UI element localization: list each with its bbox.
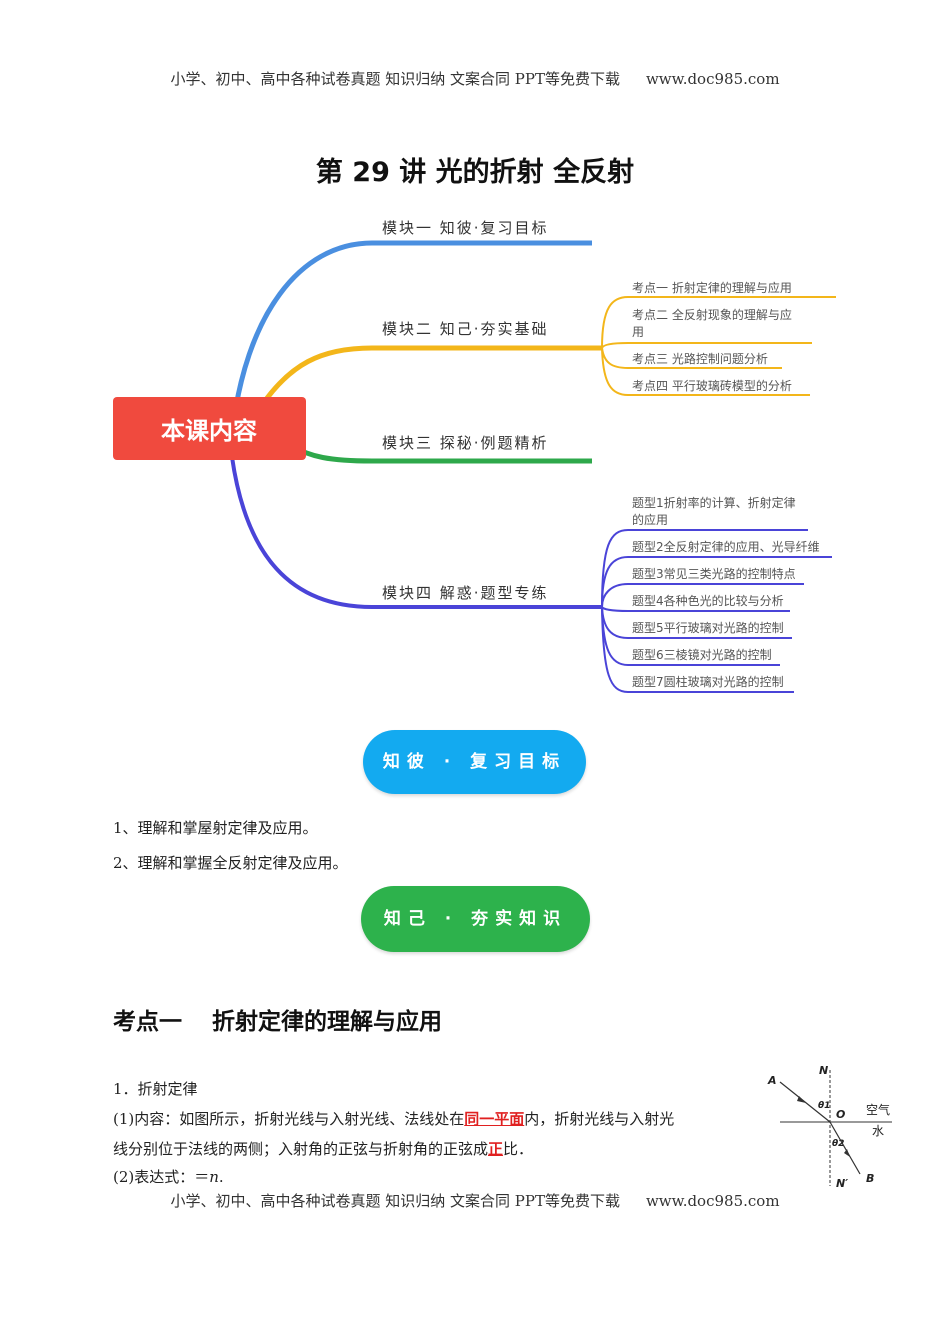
mindmap-child: 题型7圆柱玻璃对光路的控制 bbox=[632, 674, 784, 689]
branch-module-4 bbox=[230, 456, 602, 609]
mindmap-child: 题型5平行玻璃对光路的控制 bbox=[632, 620, 784, 635]
refracted-ray bbox=[829, 1121, 861, 1175]
module-3-label: 模块三 探秘·例题精析 bbox=[382, 434, 549, 452]
text-run: 比． bbox=[503, 1140, 534, 1158]
label-o: O bbox=[836, 1108, 845, 1121]
mindmap-child: 题型2全反射定律的应用、光导纤维 bbox=[632, 539, 820, 554]
text-run: . bbox=[218, 1168, 224, 1186]
label-a: A bbox=[767, 1074, 777, 1087]
text-run: (1)内容：如图所示，折射光线与入射光线、法线处在 bbox=[113, 1110, 465, 1128]
mindmap-child: 考点一 折射定律的理解与应用 bbox=[632, 280, 792, 295]
footer-site: www.doc985.com bbox=[645, 1192, 780, 1210]
label-theta2: θ2 bbox=[832, 1139, 844, 1149]
mindmap-child: 考点四 平行玻璃砖模型的分析 bbox=[632, 378, 792, 393]
law-heading: 1．折射定律 bbox=[113, 1080, 198, 1098]
diagram-labels: A B N N′ O θ1 θ2 bbox=[767, 1064, 874, 1190]
text-run: (2)表达式：＝ bbox=[113, 1168, 210, 1186]
page-title: 第 29 讲 光的折射 全反射 bbox=[315, 157, 635, 188]
incident-arrow-icon bbox=[797, 1096, 806, 1103]
refraction-diagram: A B N N′ O θ1 θ2 空气 水 bbox=[767, 1064, 892, 1190]
mindmap-child: 题型4各种色光的比较与分析 bbox=[632, 593, 784, 608]
text-run: 内，折射光线与入射光 bbox=[524, 1110, 675, 1128]
mindmap-child: 考点三 光路控制问题分析 bbox=[632, 351, 768, 366]
module-1-label: 模块一 知彼·复习目标 bbox=[382, 219, 549, 237]
review-goals-banner: 知彼 · 复习目标 bbox=[363, 730, 586, 794]
module-2-children: 考点一 折射定律的理解与应用 考点二 全反射现象的理解与应 用 考点三 光路控制… bbox=[632, 280, 792, 393]
mindmap-child: 的应用 bbox=[632, 512, 668, 527]
label-air: 空气 bbox=[866, 1102, 890, 1117]
objective-2: 2、理解和掌握全反射定律及应用。 bbox=[113, 854, 348, 872]
law-content-line-1: (1)内容：如图所示，折射光线与入射光线、法线处在同一平面内，折射光线与入射光 bbox=[113, 1108, 758, 1129]
section-number: 考点一 bbox=[113, 1009, 182, 1035]
law-content-line-2: 线分别位于法线的两侧；入射角的正弦与折射角的正弦成正比． bbox=[113, 1138, 758, 1159]
label-water: 水 bbox=[872, 1124, 884, 1138]
header-site: www.doc985.com bbox=[645, 70, 780, 88]
label-b: B bbox=[866, 1172, 874, 1185]
section-title: 折射定律的理解与应用 bbox=[212, 1009, 442, 1035]
mindmap-child: 用 bbox=[632, 325, 644, 339]
mindmap-child: 题型6三棱镜对光路的控制 bbox=[632, 647, 772, 662]
mindmap-child: 题型3常见三类光路的控制特点 bbox=[632, 566, 796, 581]
branch-module-1 bbox=[229, 240, 592, 436]
header-text: 小学、初中、高中各种试卷真题 知识归纳 文案合同 PPT等免费下载 bbox=[170, 70, 620, 88]
section-heading: 考点一 折射定律的理解与应用 bbox=[113, 1002, 442, 1036]
mindmap-child: 题型1折射率的计算、折射定律 bbox=[632, 495, 796, 510]
page-header: 小学、初中、高中各种试卷真题 知识归纳 文案合同 PPT等免费下载 www.doc… bbox=[0, 68, 950, 89]
mind-map: 本课内容 模块一 知彼·复习目标 模块二 知己·夯实基础 模块三 探秘·例题精析… bbox=[113, 219, 836, 693]
mindmap-child: 考点二 全反射现象的理解与应 bbox=[632, 307, 792, 322]
refracted-arrow-icon bbox=[844, 1149, 850, 1157]
module-2-sub-branches bbox=[601, 296, 836, 396]
branch-module-2 bbox=[259, 345, 602, 407]
highlight-proportional: 正 bbox=[488, 1140, 504, 1158]
module-2-label: 模块二 知己·夯实基础 bbox=[382, 320, 549, 338]
basics-banner: 知己 · 夯实知识 bbox=[361, 886, 590, 952]
label-theta1: θ1 bbox=[818, 1101, 830, 1111]
module-4-children: 题型1折射率的计算、折射定律 的应用 题型2全反射定律的应用、光导纤维 题型3常… bbox=[632, 495, 820, 689]
footer-text: 小学、初中、高中各种试卷真题 知识归纳 文案合同 PPT等免费下载 bbox=[170, 1192, 620, 1210]
highlight-same-plane: 同一平面 bbox=[464, 1110, 525, 1128]
law-expression: (2)表达式：＝n. bbox=[113, 1166, 758, 1187]
symbol-n: n bbox=[209, 1168, 219, 1186]
page-footer: 小学、初中、高中各种试卷真题 知识归纳 文案合同 PPT等免费下载 www.doc… bbox=[0, 1190, 950, 1211]
mindmap-root-box bbox=[113, 397, 306, 460]
objective-1: 1、理解和掌屋射定律及应用。 bbox=[113, 819, 318, 837]
module-4-label: 模块四 解惑·题型专练 bbox=[382, 584, 549, 602]
mindmap-root-label: 本课内容 bbox=[161, 417, 257, 445]
text-run: 线分别位于法线的两侧；入射角的正弦与折射角的正弦成 bbox=[113, 1140, 489, 1158]
label-n-prime: N′ bbox=[836, 1177, 848, 1190]
module-4-sub-branches bbox=[601, 529, 832, 693]
label-n: N bbox=[819, 1064, 828, 1077]
